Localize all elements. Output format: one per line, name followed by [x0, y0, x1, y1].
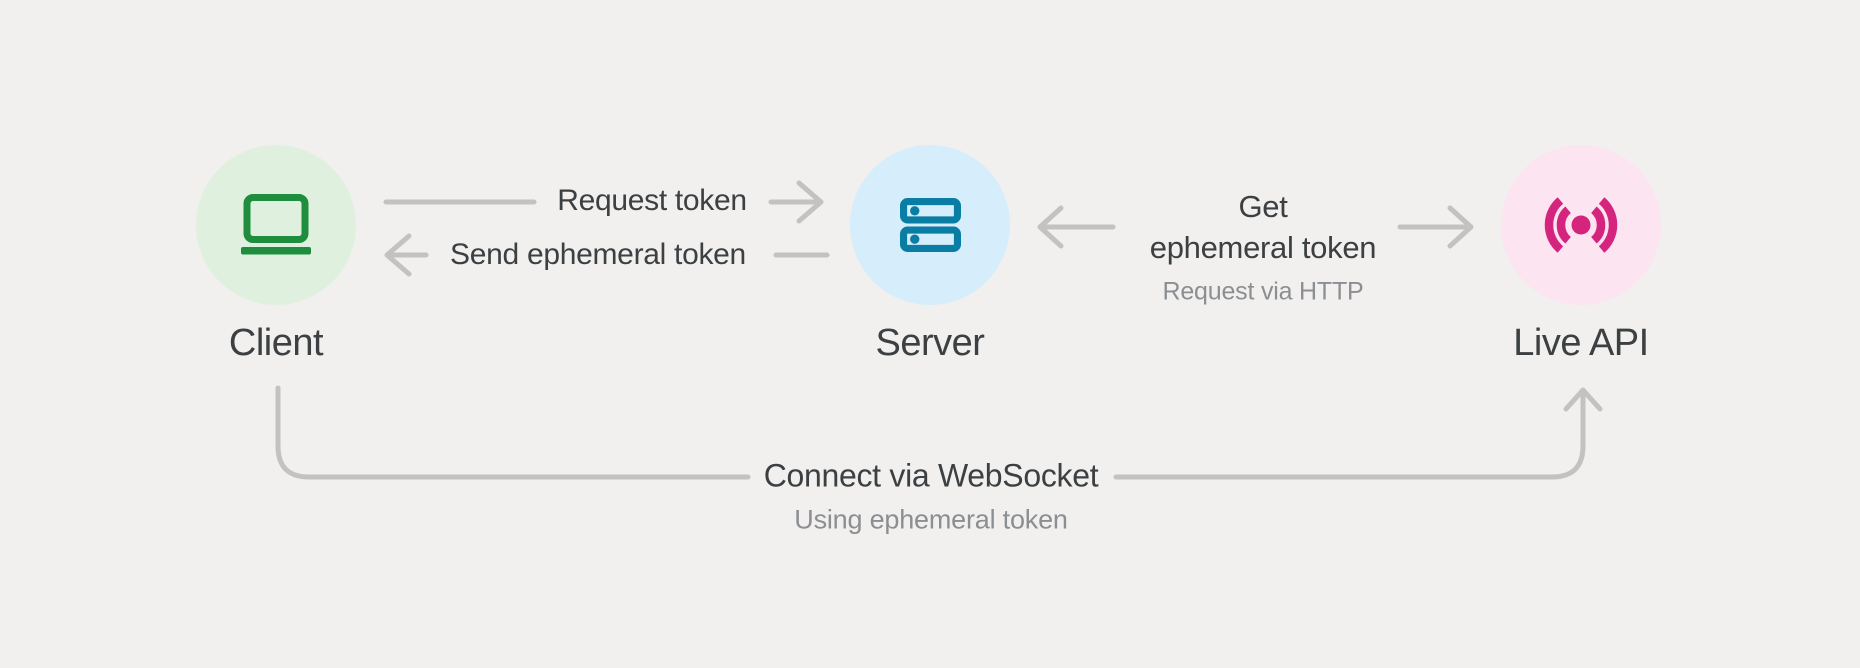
get-ephemeral-token-label-line1: Get: [1238, 189, 1288, 224]
server-label: Server: [875, 322, 985, 364]
using-ephemeral-token-sublabel: Using ephemeral token: [794, 504, 1068, 535]
server-rack-icon: [899, 198, 961, 252]
server-circle: [850, 145, 1010, 305]
get-ephemeral-token-label: Get ephemeral token: [1149, 186, 1377, 268]
websocket-up-arrowhead: [1563, 387, 1603, 412]
broadcast-icon: [1544, 197, 1618, 253]
client-label: Client: [228, 322, 324, 364]
request-token-label: Request token: [557, 184, 747, 217]
live-api-node: Live API: [1501, 145, 1661, 365]
websocket-path-right: [1113, 390, 1586, 480]
request-via-http-sublabel: Request via HTTP: [1162, 277, 1364, 306]
send-ephemeral-token-label: Send ephemeral token: [450, 238, 746, 271]
live-api-circle: [1501, 145, 1661, 305]
live-api-label: Live API: [1513, 322, 1649, 364]
get-ephemeral-token-label-line2: ephemeral token: [1149, 230, 1377, 265]
get-ephemeral-right-arrowhead: [1447, 205, 1474, 249]
request-token-arrowhead: [796, 180, 824, 224]
websocket-path-left: [275, 385, 751, 480]
connect-websocket-label: Connect via WebSocket: [763, 457, 1099, 494]
server-node: Server: [850, 145, 1010, 365]
client-node: Client: [196, 145, 356, 365]
laptop-icon: [241, 194, 311, 255]
client-circle: [196, 145, 356, 305]
